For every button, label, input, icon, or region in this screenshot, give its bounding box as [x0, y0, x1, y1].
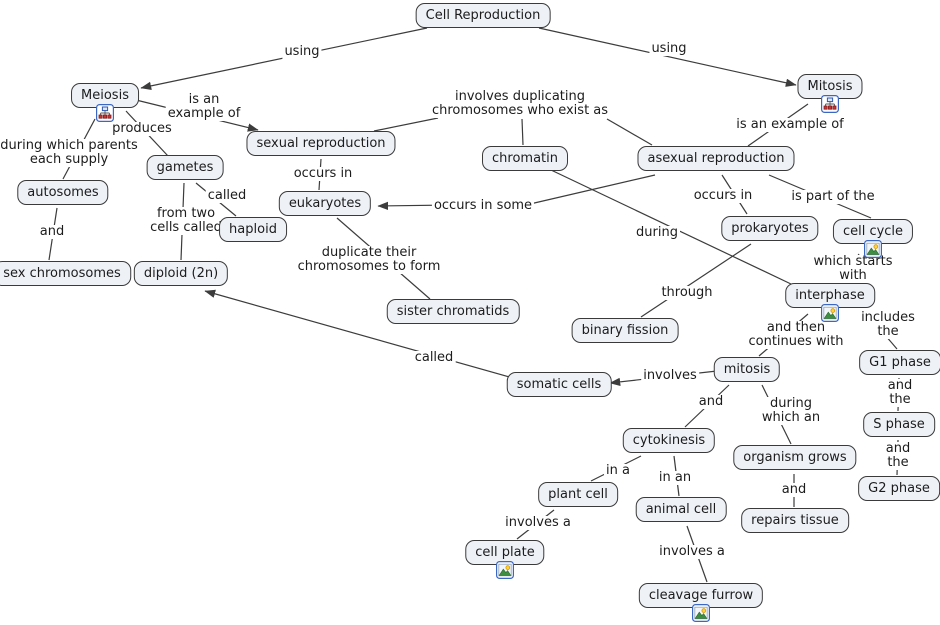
linking-phrase-in-a: in a [604, 463, 632, 478]
linking-phrase-through: through [659, 285, 715, 300]
linking-phrase-involves-somatic: involves [641, 368, 699, 383]
node-animal-cell[interactable]: animal cell [635, 497, 727, 522]
linking-phrase-occurs-in-some: occurs in some [431, 198, 535, 213]
linking-phrase-during: during [634, 225, 680, 240]
node-prokaryotes[interactable]: prokaryotes [721, 216, 819, 241]
linking-phrase-from-two-cells: from two cells called [148, 206, 224, 235]
linking-phrase-and-repairs: and [779, 482, 809, 497]
node-cell-reproduction[interactable]: Cell Reproduction [415, 3, 551, 28]
linking-phrase-and-cytokinesis: and [696, 394, 726, 409]
image-icon[interactable] [864, 240, 882, 258]
linking-phrase-involves-a-animal: involves a [657, 544, 727, 559]
linking-phrase-occurs-in-asexual: occurs in [691, 188, 755, 203]
linking-phrase-occurs-in-sexual: occurs in [291, 166, 355, 181]
node-g1-phase[interactable]: G1 phase [859, 350, 940, 375]
linking-phrase-during-which-an: during which an [759, 396, 823, 425]
node-diploid-2n[interactable]: diploid (2n) [133, 261, 229, 286]
node-sister-chromatids[interactable]: sister chromatids [386, 299, 520, 324]
node-somatic-cells[interactable]: somatic cells [506, 372, 612, 397]
linking-phrase-using-left: using [282, 44, 322, 59]
node-cleavage-furrow[interactable]: cleavage furrow [638, 583, 764, 608]
node-s-phase[interactable]: S phase [863, 412, 935, 437]
node-meiosis[interactable]: Meiosis [71, 83, 139, 108]
node-sex-chromosomes[interactable]: sex chromosomes [0, 261, 131, 286]
linking-phrase-in-an: in an [656, 470, 694, 485]
node-mitosis[interactable]: Mitosis [797, 74, 863, 99]
linking-phrase-which-starts-with: which starts with [809, 255, 897, 283]
node-autosomes[interactable]: autosomes [17, 180, 109, 205]
linking-phrase-using-right: using [649, 41, 689, 56]
image-icon[interactable] [496, 561, 514, 579]
node-chromatin[interactable]: chromatin [482, 146, 568, 171]
linking-phrase-and-autosomes: and [37, 224, 67, 239]
linking-phrase-called-somatic: called [412, 350, 456, 365]
node-binary-fission[interactable]: binary fission [571, 318, 679, 343]
linking-phrase-includes-the: includes the [859, 310, 917, 339]
linking-phrase-is-part-of-the: is part of the [789, 189, 877, 204]
linking-phrase-duplicate-their: duplicate their chromosomes to form [295, 245, 443, 274]
node-organism-grows[interactable]: organism grows [733, 445, 857, 470]
linking-phrase-involves-a-plant: involves a [503, 515, 573, 530]
linking-phrase-is-an-example-of-right: is an example of [734, 117, 846, 132]
linking-phrase-produces: produces [110, 121, 174, 136]
linking-phrase-and-then-continues: and then continues with [746, 320, 846, 349]
linking-phrase-during-which-parents: during which parents each supply [0, 138, 140, 167]
node-sexual-reproduction[interactable]: sexual reproduction [246, 131, 396, 156]
image-icon[interactable] [821, 304, 839, 322]
linking-phrase-and-the-1: and the [880, 379, 920, 407]
node-g2-phase[interactable]: G2 phase [858, 476, 940, 501]
cmap-icon[interactable] [96, 104, 114, 122]
node-cytokinesis[interactable]: cytokinesis [622, 428, 716, 453]
cmap-icon[interactable] [821, 95, 839, 113]
node-mitosis-phase[interactable]: mitosis [713, 357, 781, 382]
node-interphase[interactable]: interphase [785, 283, 875, 308]
linking-phrase-is-an-example-of-left: is an example of [165, 92, 243, 121]
node-repairs-tissue[interactable]: repairs tissue [741, 508, 849, 533]
node-gametes[interactable]: gametes [146, 155, 224, 180]
linking-phrase-called-haploid: called [205, 188, 249, 203]
image-icon[interactable] [692, 604, 710, 622]
linking-phrase-and-the-2: and the [877, 442, 919, 470]
linking-phrase-involves-duplicating: involves duplicating chromosomes who exi… [429, 89, 611, 118]
node-asexual-reproduction[interactable]: asexual reproduction [637, 146, 795, 171]
node-haploid[interactable]: haploid [219, 217, 287, 242]
node-plant-cell[interactable]: plant cell [538, 482, 618, 507]
node-eukaryotes[interactable]: eukaryotes [278, 191, 372, 216]
